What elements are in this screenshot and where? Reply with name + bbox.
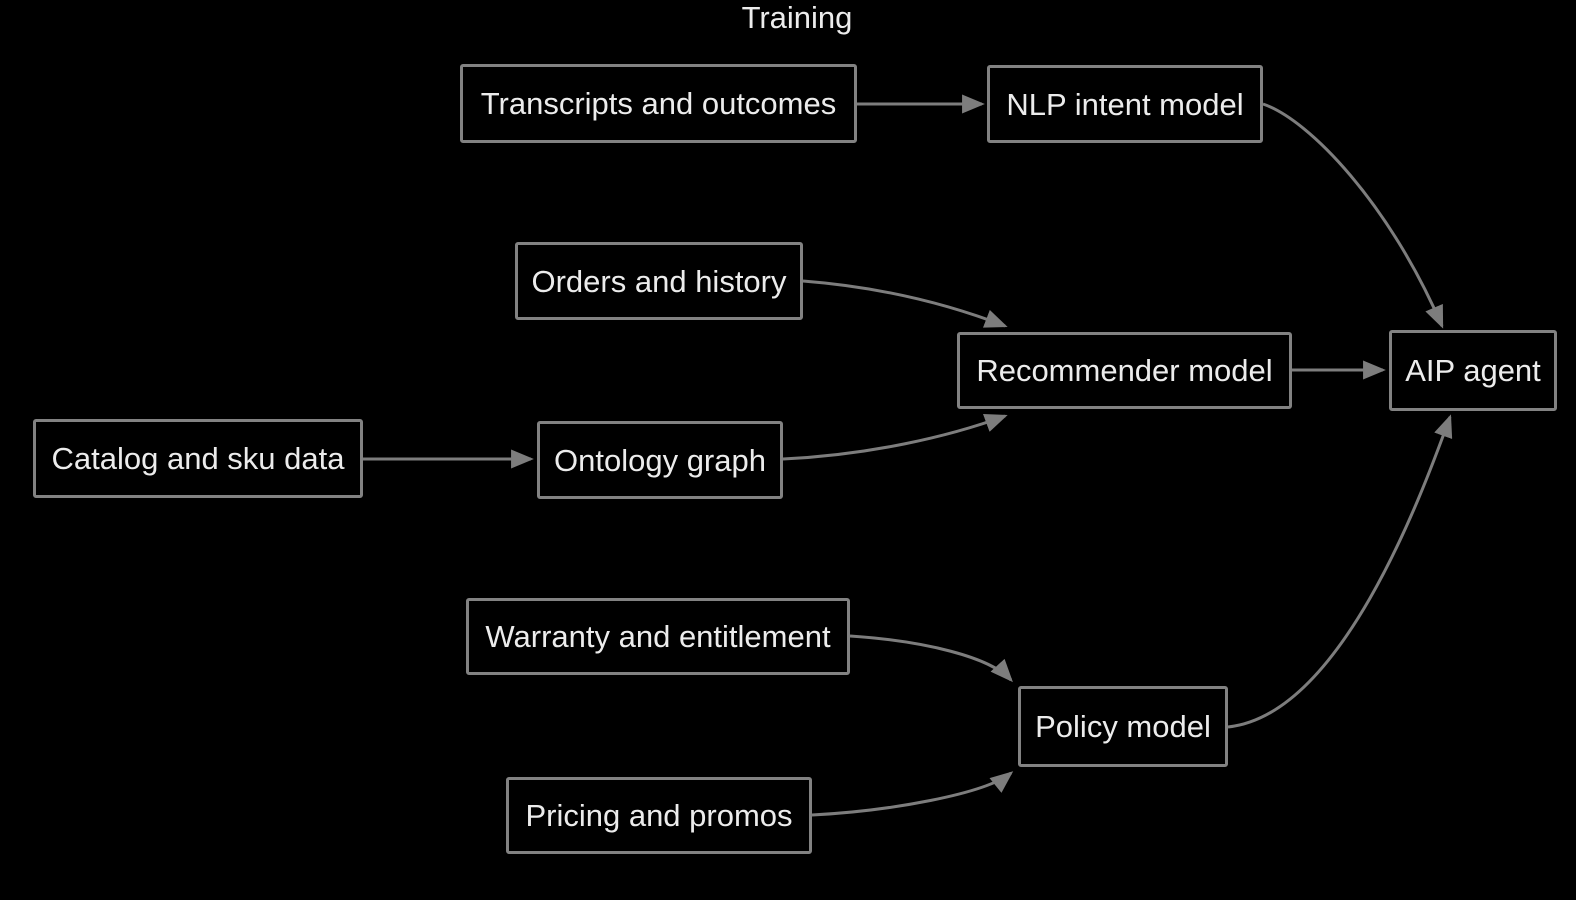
edge-orders-recommender [802,279,1008,328]
node-label: NLP intent model [1006,86,1244,122]
node-label: Warranty and entitlement [485,619,831,654]
node-transcripts: Transcripts and outcomes [460,64,857,143]
edge-policy-aip [1227,414,1453,729]
node-nlp: NLP intent model [987,65,1263,143]
node-label: Ontology graph [554,442,766,478]
node-catalog: Catalog and sku data [33,419,363,498]
node-pricing: Pricing and promos [506,777,812,854]
node-recommender: Recommender model [957,332,1292,409]
node-orders: Orders and history [515,242,803,320]
edge-warranty-policy [849,634,1013,683]
node-label: AIP agent [1405,353,1541,388]
node-policy: Policy model [1018,686,1228,767]
node-ontology: Ontology graph [537,421,783,499]
node-label: Catalog and sku data [51,441,345,476]
node-label: Recommender model [976,353,1273,388]
node-label: Orders and history [531,263,787,299]
edge-ontology-recommender [782,413,1008,461]
node-label: Transcripts and outcomes [480,86,837,121]
node-label: Policy model [1035,709,1211,744]
node-warranty: Warranty and entitlement [466,598,850,675]
edge-nlp-aip [1262,102,1444,329]
edge-pricing-policy [811,771,1014,817]
node-label: Pricing and promos [525,798,793,833]
diagram-title: Training [741,0,853,35]
node-aip: AIP agent [1389,330,1557,411]
